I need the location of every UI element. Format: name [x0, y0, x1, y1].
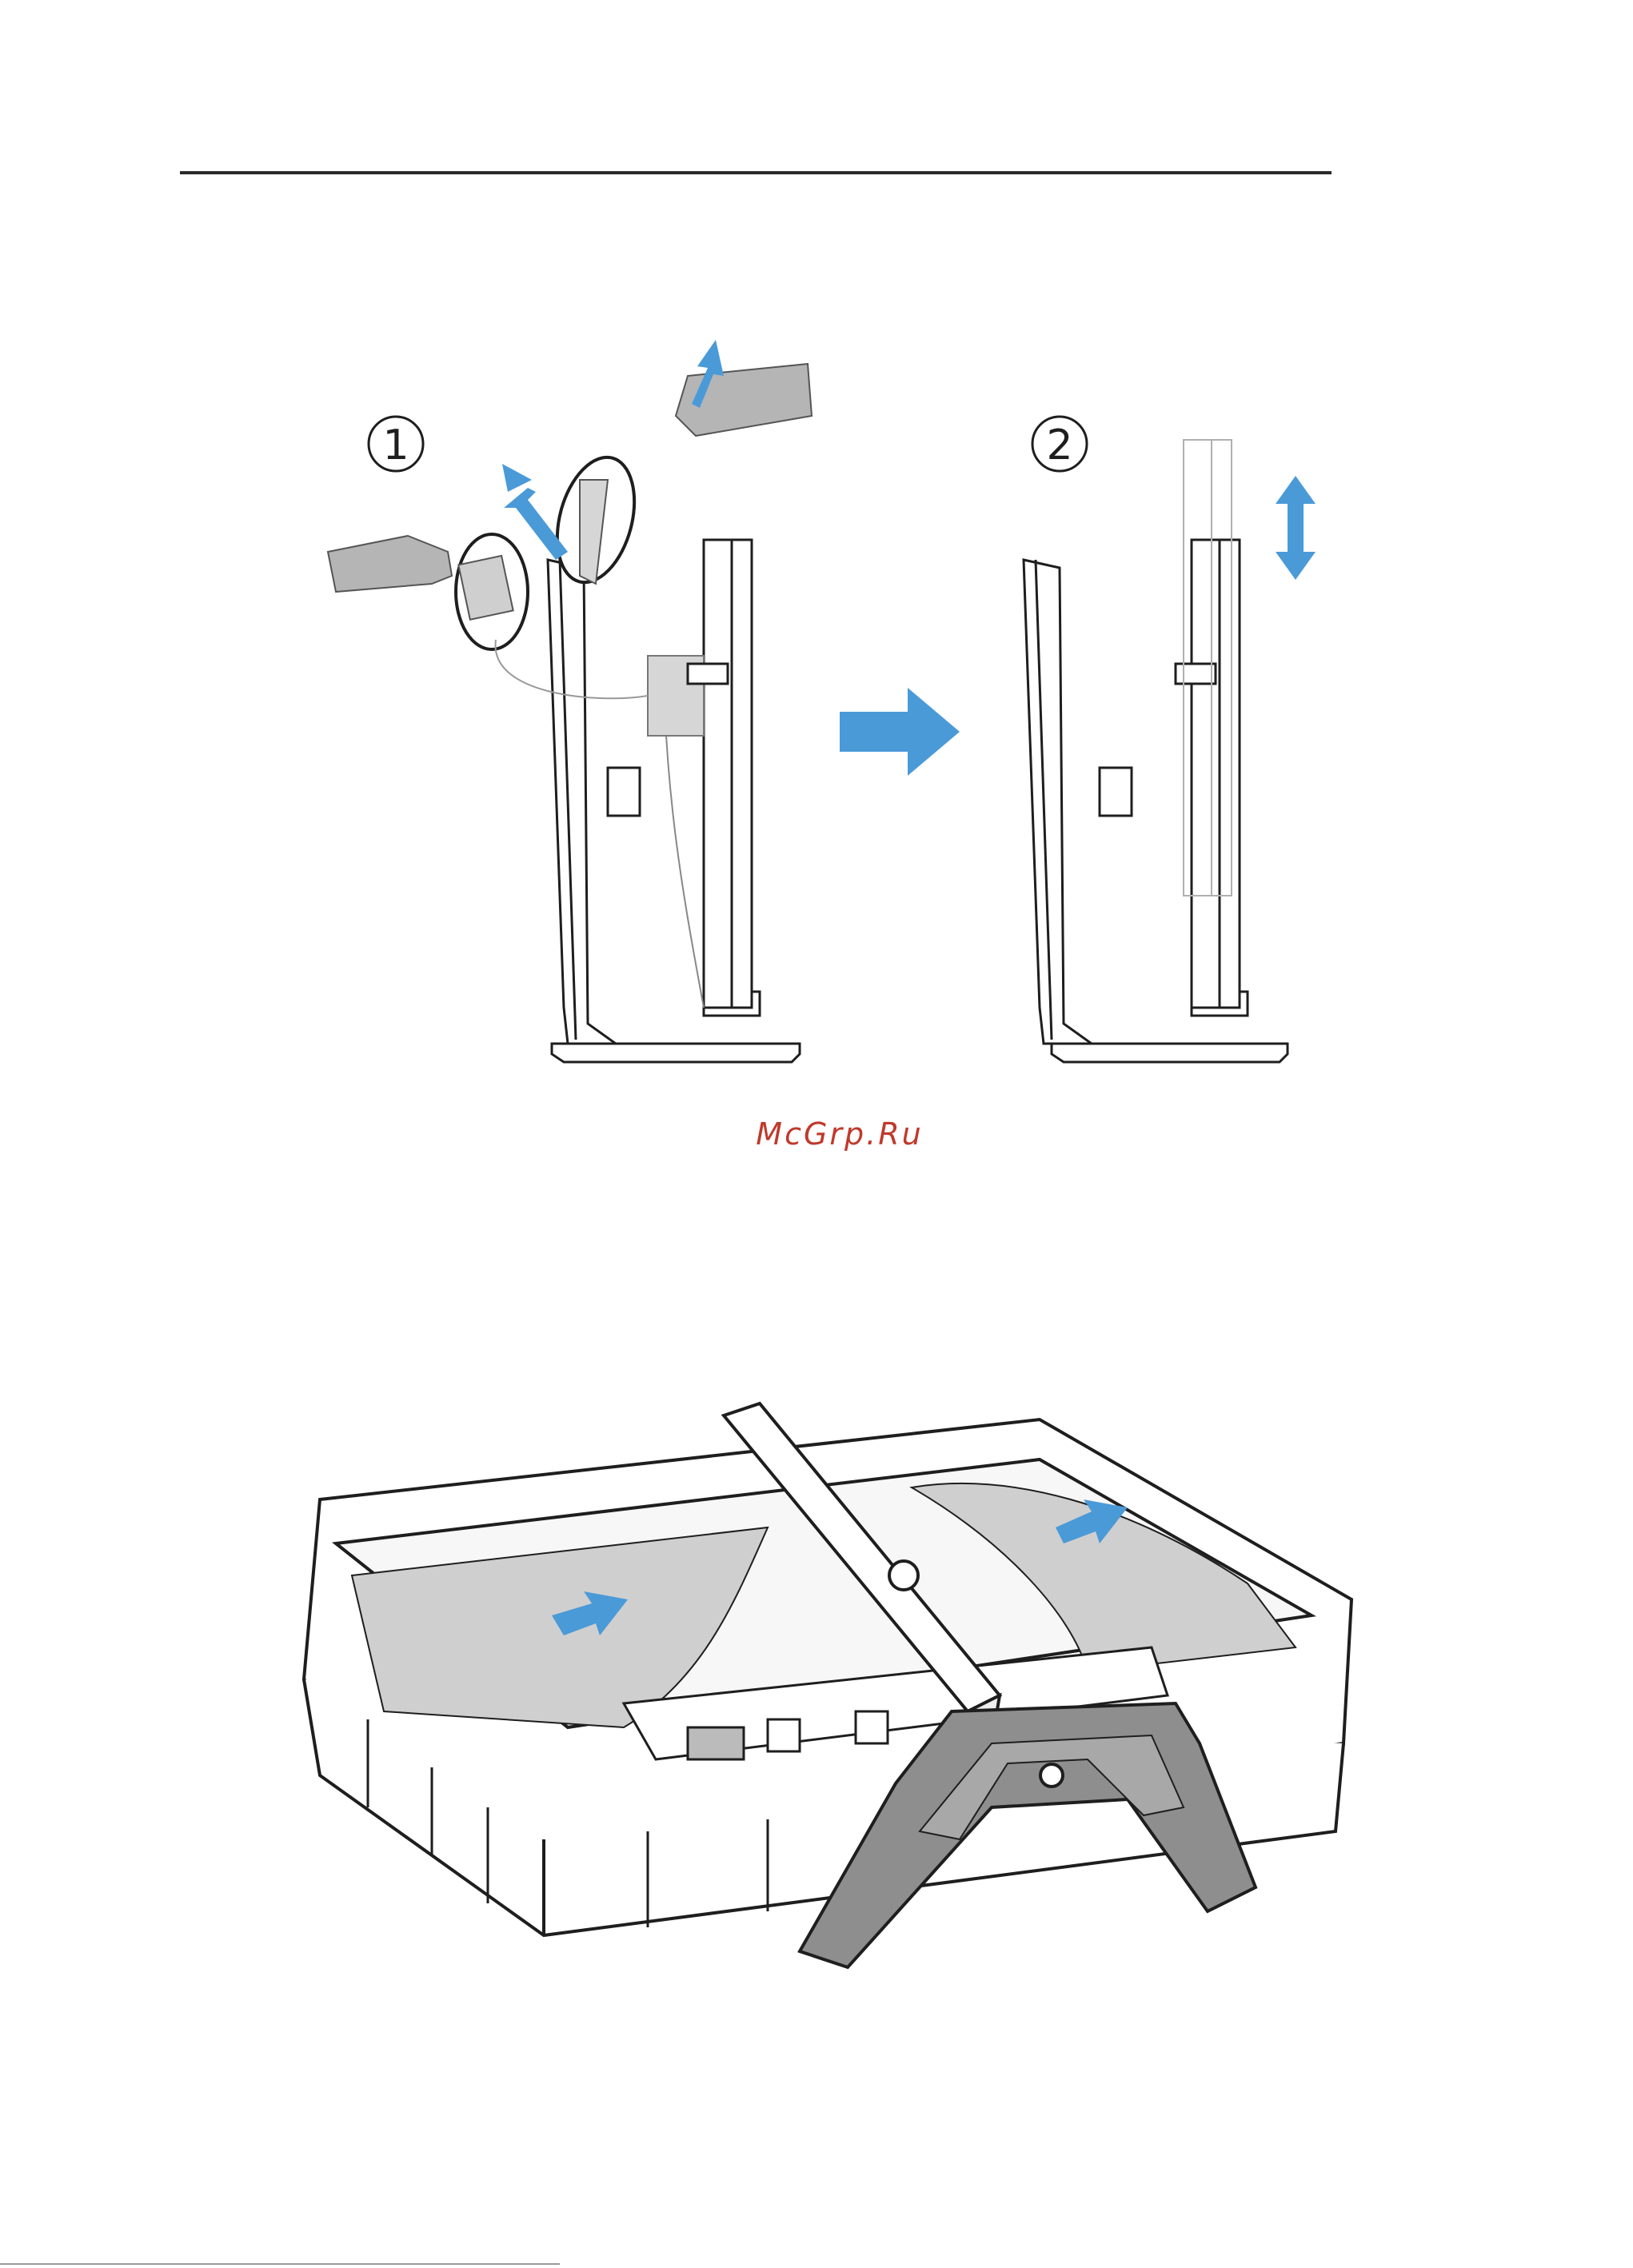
step-2-badge: 2: [1032, 417, 1087, 471]
step-2-number: 2: [1046, 421, 1072, 469]
header-rule: [180, 171, 1332, 174]
step-1-badge: 1: [369, 417, 423, 471]
watermark: McGrp.Ru: [720, 1116, 960, 1152]
stand-assembly-figure: [288, 1360, 1391, 1999]
peel-film-figure: 1 2: [312, 320, 1328, 1088]
footer-rule: [0, 2263, 560, 2265]
right-arrow-icon: [840, 688, 960, 776]
monitor-side-view-right: [1024, 440, 1288, 1062]
peel-detail-right: [545, 364, 812, 591]
monitor-side-view-left: [548, 540, 800, 1062]
up-down-arrow-icon: [1276, 476, 1316, 580]
step-1-number: 1: [382, 421, 409, 469]
